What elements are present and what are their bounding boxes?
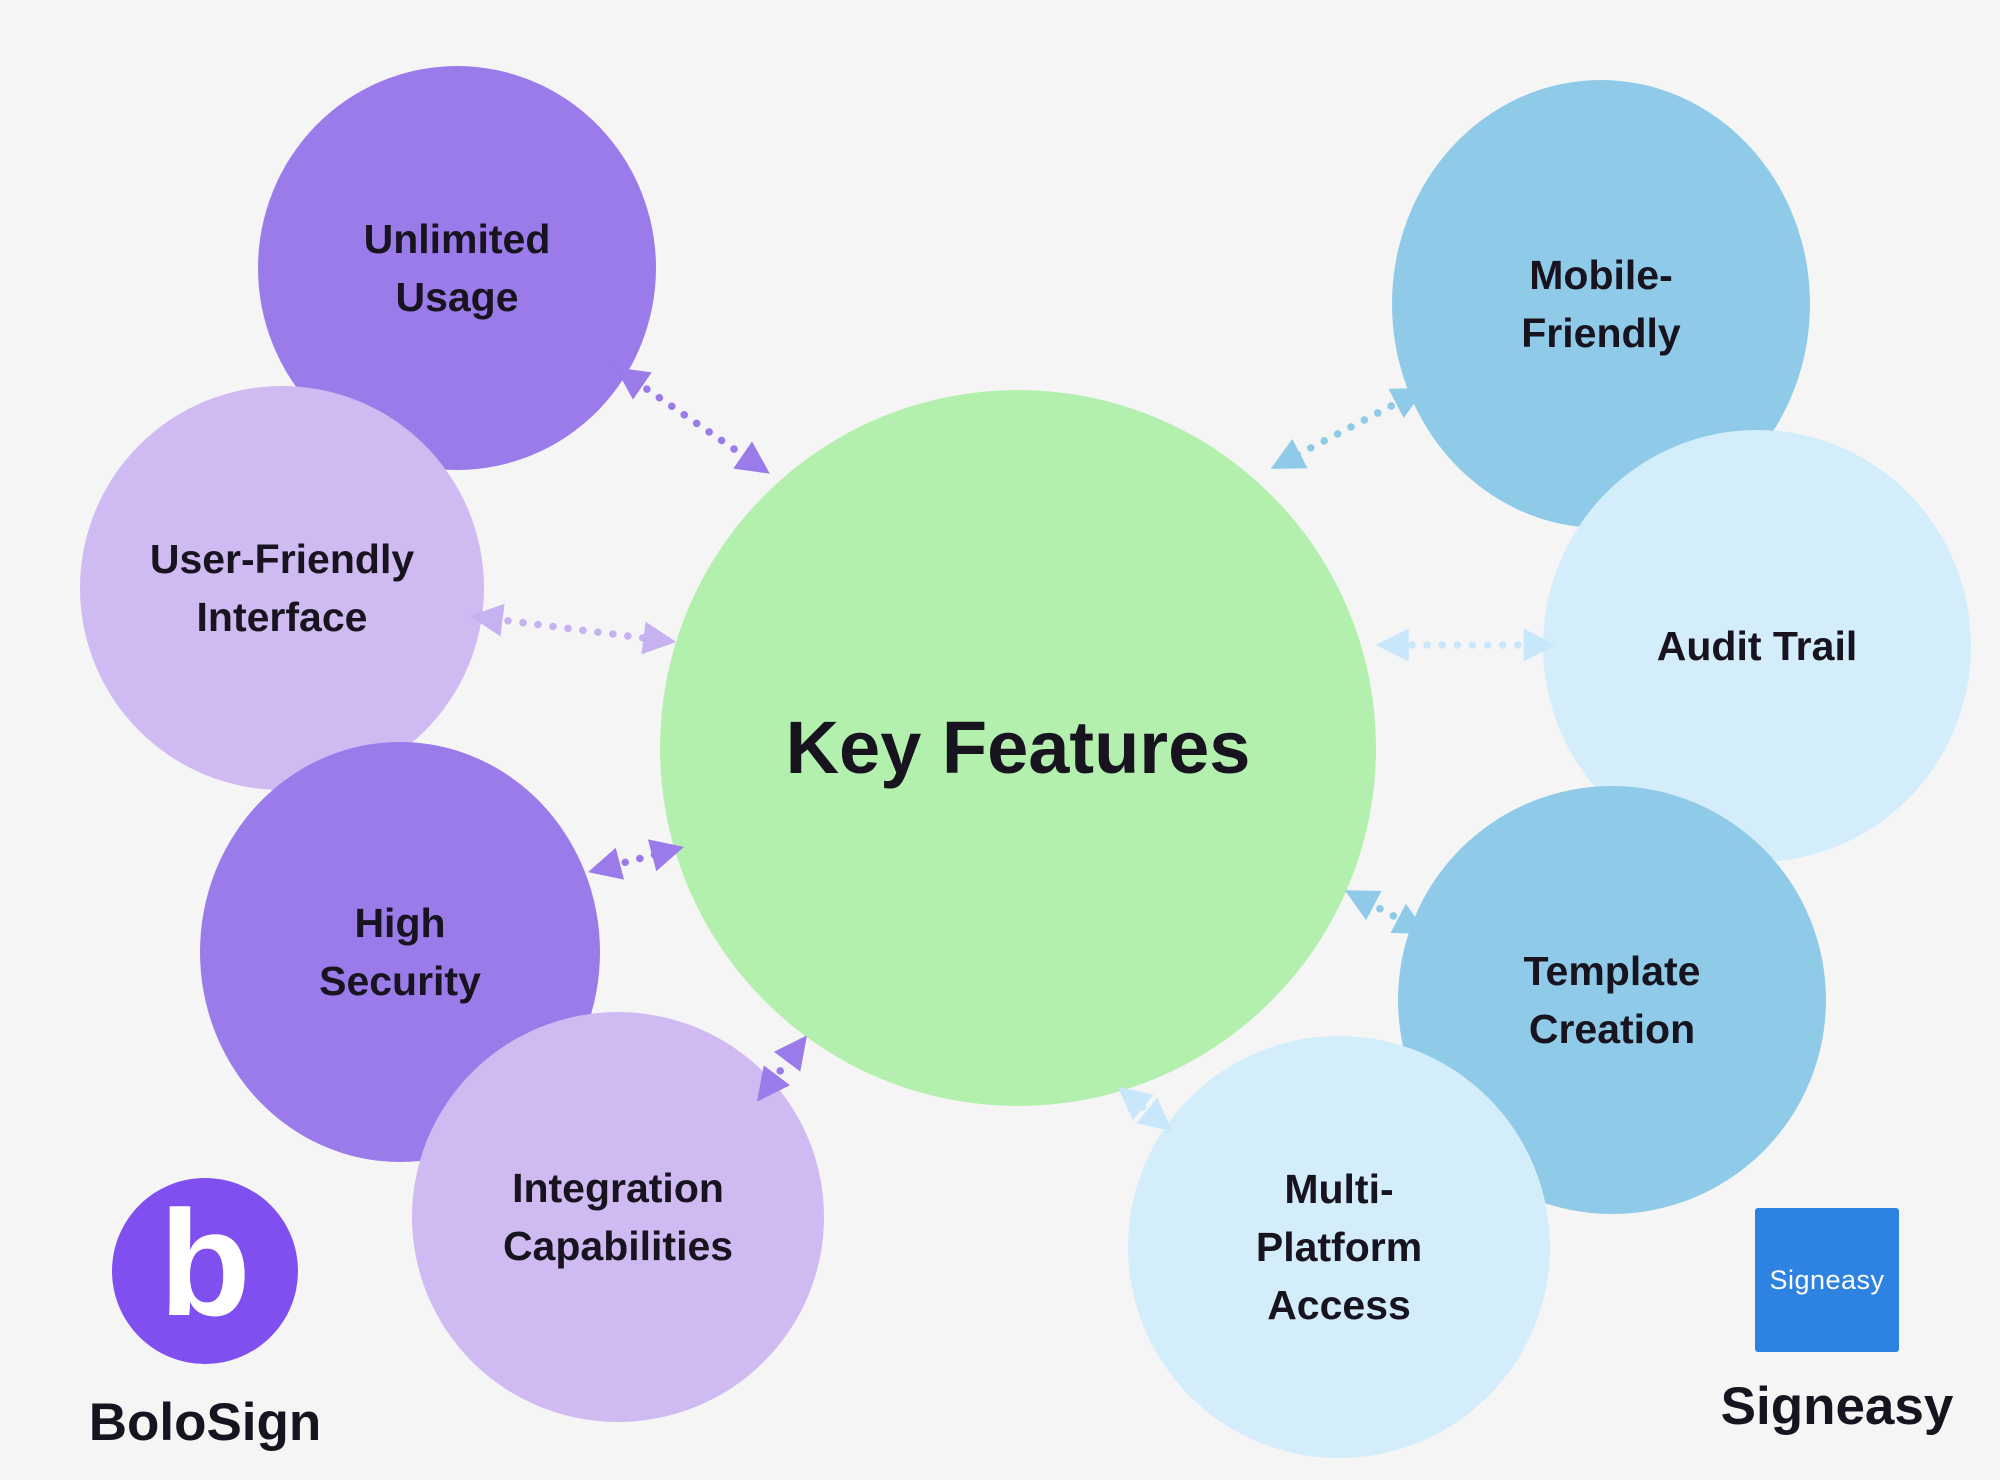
bubble-label: Unlimited Usage (363, 215, 551, 320)
bubble-label: Audit Trail (1656, 622, 1858, 669)
bubble-label: Multi-Platform Access (1255, 1165, 1423, 1329)
signeasy-logo-text: Signeasy (1769, 1264, 1885, 1295)
bubble-user-friendly-interface: User-Friendly Interface (80, 386, 484, 790)
connector-mobile-friendly (1270, 388, 1426, 469)
bubble-multi-platform-access: Multi-Platform Access (1128, 1036, 1550, 1458)
bolosign-logo-letter: b (159, 1179, 251, 1347)
bolosign-logo: b (112, 1178, 298, 1364)
center-circle-key-features: Key Features (660, 390, 1376, 1106)
bubble-label: Integration Capabilities (502, 1164, 734, 1269)
connector-user-friendly-interface (469, 603, 677, 655)
connector-template-creation (1344, 890, 1428, 934)
signeasy-caption: Signeasy (1720, 1377, 1954, 1436)
connector-unlimited-usage (615, 367, 770, 474)
bubble-label: Template Creation (1523, 947, 1701, 1052)
bubble-label: Mobile-Friendly (1521, 251, 1681, 356)
connector-multi-platform-access (1117, 1086, 1173, 1132)
bubble-label: User-Friendly Interface (149, 535, 415, 640)
bubble-label: High Security (319, 899, 481, 1004)
bolosign-caption: BoloSign (88, 1393, 322, 1452)
bubble-integration-capabilities: Integration Capabilities (412, 1012, 824, 1422)
connector-high-security (588, 839, 684, 880)
center-title: Key Features (785, 706, 1251, 790)
signeasy-logo: Signeasy (1755, 1208, 1899, 1352)
bubble-audit-trail: Audit Trail (1543, 430, 1971, 862)
